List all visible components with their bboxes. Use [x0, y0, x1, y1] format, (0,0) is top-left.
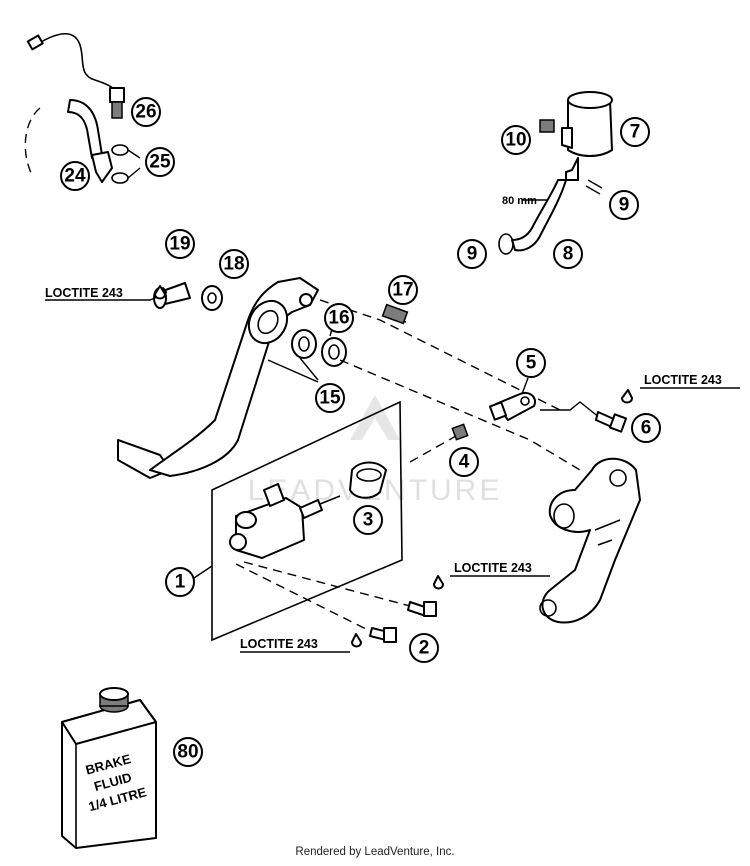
svg-text:10: 10	[505, 130, 526, 151]
svg-text:17: 17	[392, 280, 413, 301]
callout-1: 1	[165, 567, 195, 597]
callout-17: 17	[388, 275, 418, 305]
loctite-label-pedal: LOCTITE 243	[45, 286, 123, 300]
callout-4: 4	[449, 447, 479, 477]
loctite-labels: LOCTITE 243 LOCTITE 243 LOCTITE 243 LOCT…	[45, 286, 722, 651]
callout-9-lower: 9	[457, 239, 487, 269]
callout-16: 16	[324, 303, 354, 333]
svg-text:7: 7	[630, 122, 641, 143]
svg-text:2: 2	[419, 638, 430, 659]
svg-text:15: 15	[319, 388, 341, 409]
svg-text:5: 5	[526, 353, 537, 374]
loctite-label-bolt-6: LOCTITE 243	[644, 373, 722, 387]
callout-25: 25	[145, 147, 175, 177]
svg-text:1: 1	[175, 572, 186, 593]
callout-19: 19	[165, 229, 195, 259]
svg-text:19: 19	[169, 234, 190, 255]
callout-15: 15	[315, 383, 345, 413]
callout-80: 80	[173, 737, 203, 767]
callout-3: 3	[353, 505, 383, 535]
svg-text:4: 4	[459, 452, 470, 473]
svg-text:24: 24	[64, 166, 86, 187]
callout-2: 2	[409, 633, 439, 663]
svg-text:16: 16	[328, 308, 349, 329]
callout-18: 18	[219, 249, 249, 279]
loctite-leaders	[45, 285, 740, 653]
svg-text:9: 9	[619, 195, 630, 216]
master-cylinder-group	[159, 287, 444, 648]
callout-8: 8	[553, 239, 583, 269]
callout-9-upper: 9	[609, 190, 639, 220]
svg-text:18: 18	[223, 254, 244, 275]
callout-26: 26	[131, 97, 161, 127]
callout-24: 24	[60, 161, 90, 191]
clevis-and-nut	[409, 377, 536, 463]
hose-length-label: 80 mm	[502, 195, 537, 207]
loctite-label-bolt-upper: LOCTITE 243	[454, 561, 532, 575]
brake-light-switch-assembly	[24, 32, 141, 184]
svg-text:8: 8	[563, 244, 574, 265]
svg-text:9: 9	[467, 244, 478, 265]
brake-pedal	[117, 277, 581, 479]
svg-text:25: 25	[149, 152, 171, 173]
svg-text:80: 80	[177, 742, 198, 763]
bolt-6	[540, 389, 633, 433]
callout-7: 7	[620, 117, 650, 147]
callout-5: 5	[516, 348, 546, 378]
reservoir-assembly	[498, 91, 613, 255]
svg-text:6: 6	[641, 418, 652, 439]
callout-6: 6	[631, 413, 661, 443]
svg-text:26: 26	[135, 102, 156, 123]
loctite-label-bolt-lower: LOCTITE 243	[240, 637, 318, 651]
svg-text:3: 3	[363, 510, 374, 531]
callout-10: 10	[501, 125, 531, 155]
spring	[381, 303, 409, 325]
brake-fluid-bottle: BRAKE FLUID 1/4 LITRE	[61, 687, 157, 849]
footer-credit: Rendered by LeadVenture, Inc.	[295, 846, 455, 858]
pedal-bracket	[539, 457, 641, 624]
